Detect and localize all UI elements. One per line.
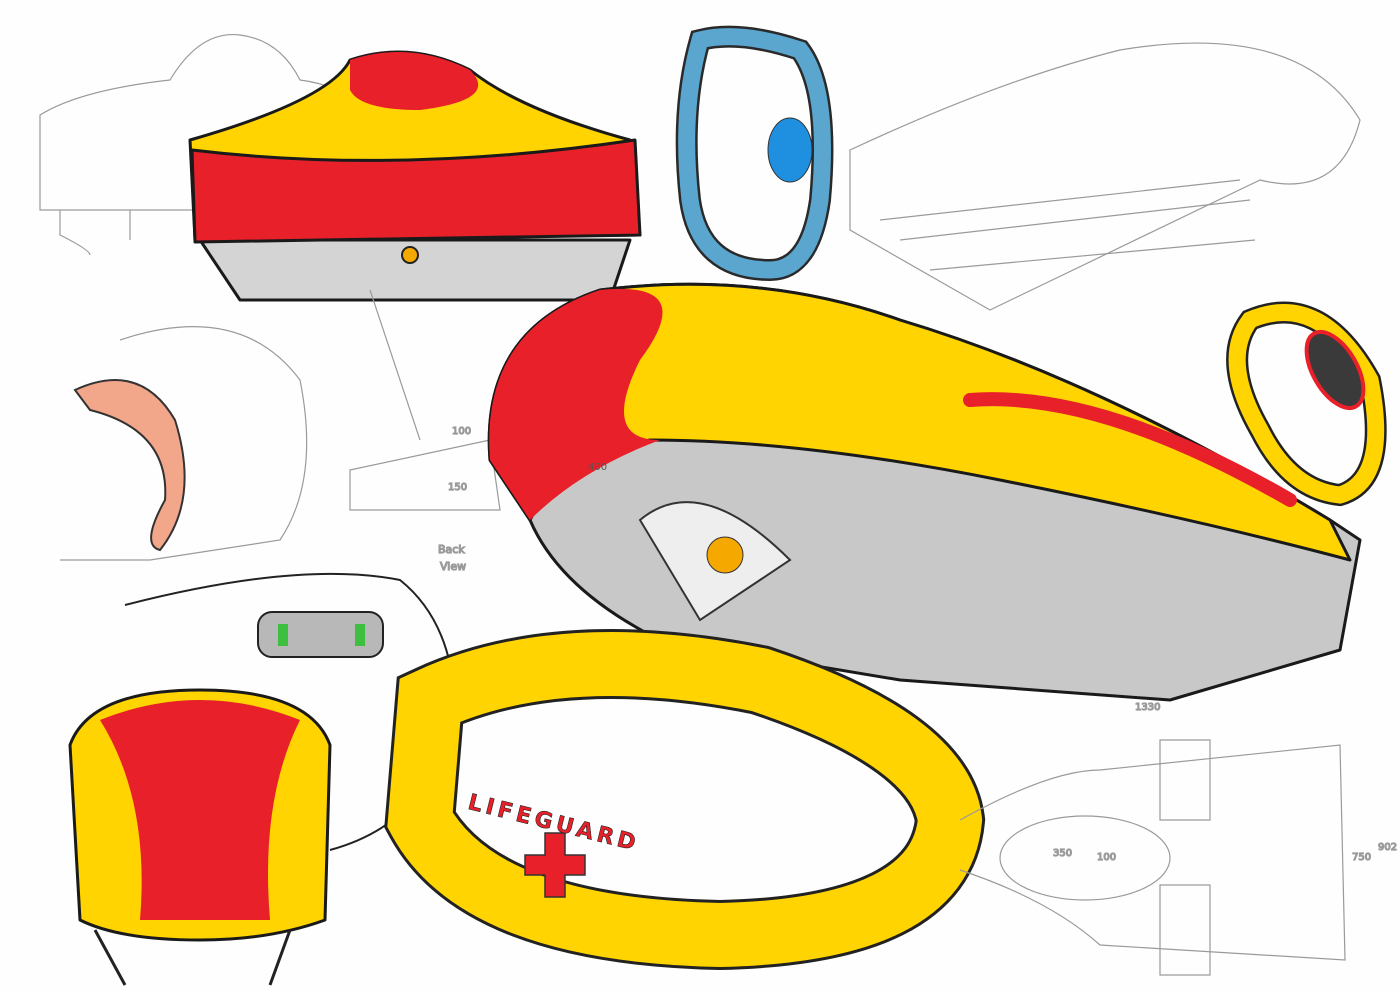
device-front-view [68,688,332,986]
pencil-back-view: 100 150 Back View [349,289,501,574]
skin-band-sketch [60,326,308,561]
dim-pod-length: 350 [1053,848,1072,859]
yellow-reading-wristband [1226,301,1387,507]
lifeguard-wristband: LIFEGUARD [384,629,986,971]
dim-pod-width: 100 [1097,852,1116,863]
main-red-yellow-device [487,282,1362,702]
blue-wristband [675,25,834,282]
dim-length: 1330 [1135,702,1160,713]
pencil-plan-view: 1330 350 100 750 902 [959,701,1398,976]
dim-back-side: 400 [588,462,607,473]
dim-back-height: 100 [452,426,471,437]
pencil-perspective-top-right [849,42,1361,311]
dim-outer-width: 902 [1378,842,1397,853]
dim-back-base: 150 [448,482,467,493]
red-device-back-view [188,50,642,302]
charging-base-sketch [124,572,457,851]
note-back: Back [438,543,465,556]
note-view: View [440,560,466,573]
dim-overall-width: 750 [1352,852,1371,863]
